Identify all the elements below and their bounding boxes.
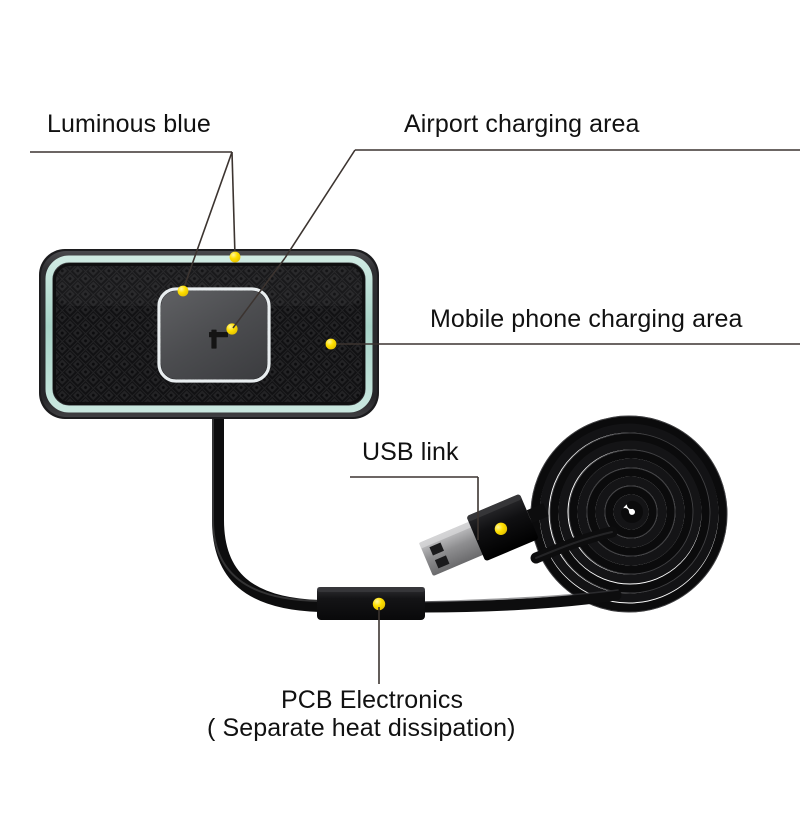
cable-lower-run bbox=[418, 589, 622, 613]
callout-label-airport-charging-area: Airport charging area bbox=[404, 110, 640, 138]
cable-to-usb bbox=[530, 526, 618, 564]
pcb-indicator-dot bbox=[372, 597, 386, 611]
pcb-inline-box bbox=[317, 587, 425, 620]
callout-label-mobile-phone-charging-area: Mobile phone charging area bbox=[430, 305, 743, 333]
cable-from-pad bbox=[212, 404, 326, 612]
cable-coil bbox=[530, 415, 728, 613]
callout-leader-lines bbox=[30, 149, 800, 684]
luminous-blue-edge-glow bbox=[45, 255, 373, 413]
wireless-charging-pad bbox=[39, 249, 379, 419]
usb-indicator-dot bbox=[494, 522, 508, 536]
leader-airport-diagonal bbox=[284, 149, 356, 259]
marker-luminous-inner bbox=[177, 285, 189, 297]
leader-airport-to-zone bbox=[232, 257, 286, 329]
callout-label-usb-link: USB link bbox=[362, 438, 459, 466]
crosshair-icon bbox=[209, 329, 228, 349]
callout-label-pcb-electronics-sublabel: ( Separate heat dissipation) bbox=[207, 714, 516, 742]
leader-luminous-branch-a bbox=[231, 151, 236, 257]
leader-luminous-branch-b bbox=[182, 151, 233, 291]
callout-label-luminous-blue: Luminous blue bbox=[47, 110, 211, 138]
callout-label-pcb-electronics: PCB Electronics bbox=[281, 686, 464, 714]
usb-a-connector bbox=[418, 494, 549, 576]
inner-charging-zone bbox=[157, 287, 271, 383]
marker-luminous-edge bbox=[229, 251, 241, 263]
marker-mobile-zone bbox=[325, 338, 337, 350]
